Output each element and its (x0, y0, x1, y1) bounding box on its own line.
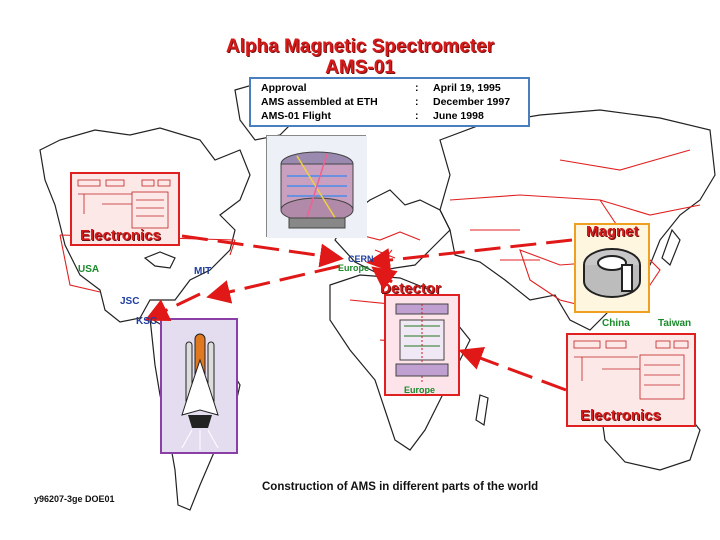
info-box: Approval : April 19, 1995 AMS assembled … (249, 77, 530, 127)
footer-id: y96207-3ge DOE01 (34, 494, 115, 504)
ams-detector-image (267, 136, 367, 238)
page-title: Alpha Magnetic Spectrometer (225, 36, 495, 57)
electronics-label-right: Electronics (580, 407, 661, 424)
detector-label: Detector (380, 280, 441, 297)
site-europe-top: Europe (338, 263, 370, 273)
site-usa: USA (78, 264, 100, 275)
site-taiwan: Taiwan (658, 318, 692, 329)
space-shuttle-icon (181, 333, 219, 450)
site-jsc: JSC (120, 296, 140, 307)
magnet-panel (574, 223, 650, 313)
site-ksc: KSC (136, 316, 158, 327)
site-china: China (602, 318, 630, 329)
electronics-panel-right (566, 333, 696, 427)
great-lakes (143, 251, 176, 269)
site-mit: MIT (194, 266, 212, 277)
circuit-diagram-icon (77, 179, 171, 229)
caption: Construction of AMS in different parts o… (262, 481, 539, 493)
page-subtitle: AMS-01 (325, 57, 395, 78)
shuttle-panel (160, 318, 238, 454)
japan-outline (661, 228, 681, 267)
russia-border (449, 194, 701, 216)
magnet-icon (583, 248, 641, 298)
electronics-label-left: Electronics (80, 227, 161, 244)
detector-panel (384, 294, 460, 396)
site-cern: CERN (348, 254, 374, 264)
ams-photo (266, 135, 367, 238)
site-europe-detector: Europe (404, 385, 436, 395)
north-america-outline (39, 127, 251, 323)
detector-schematic-icon (395, 303, 449, 382)
magnet-label: Magnet (586, 223, 639, 240)
madagascar-outline (475, 394, 489, 426)
electronics-panel-left (70, 172, 180, 246)
circuit-diagram-icon-right (573, 340, 689, 400)
africa-outline (329, 274, 471, 451)
